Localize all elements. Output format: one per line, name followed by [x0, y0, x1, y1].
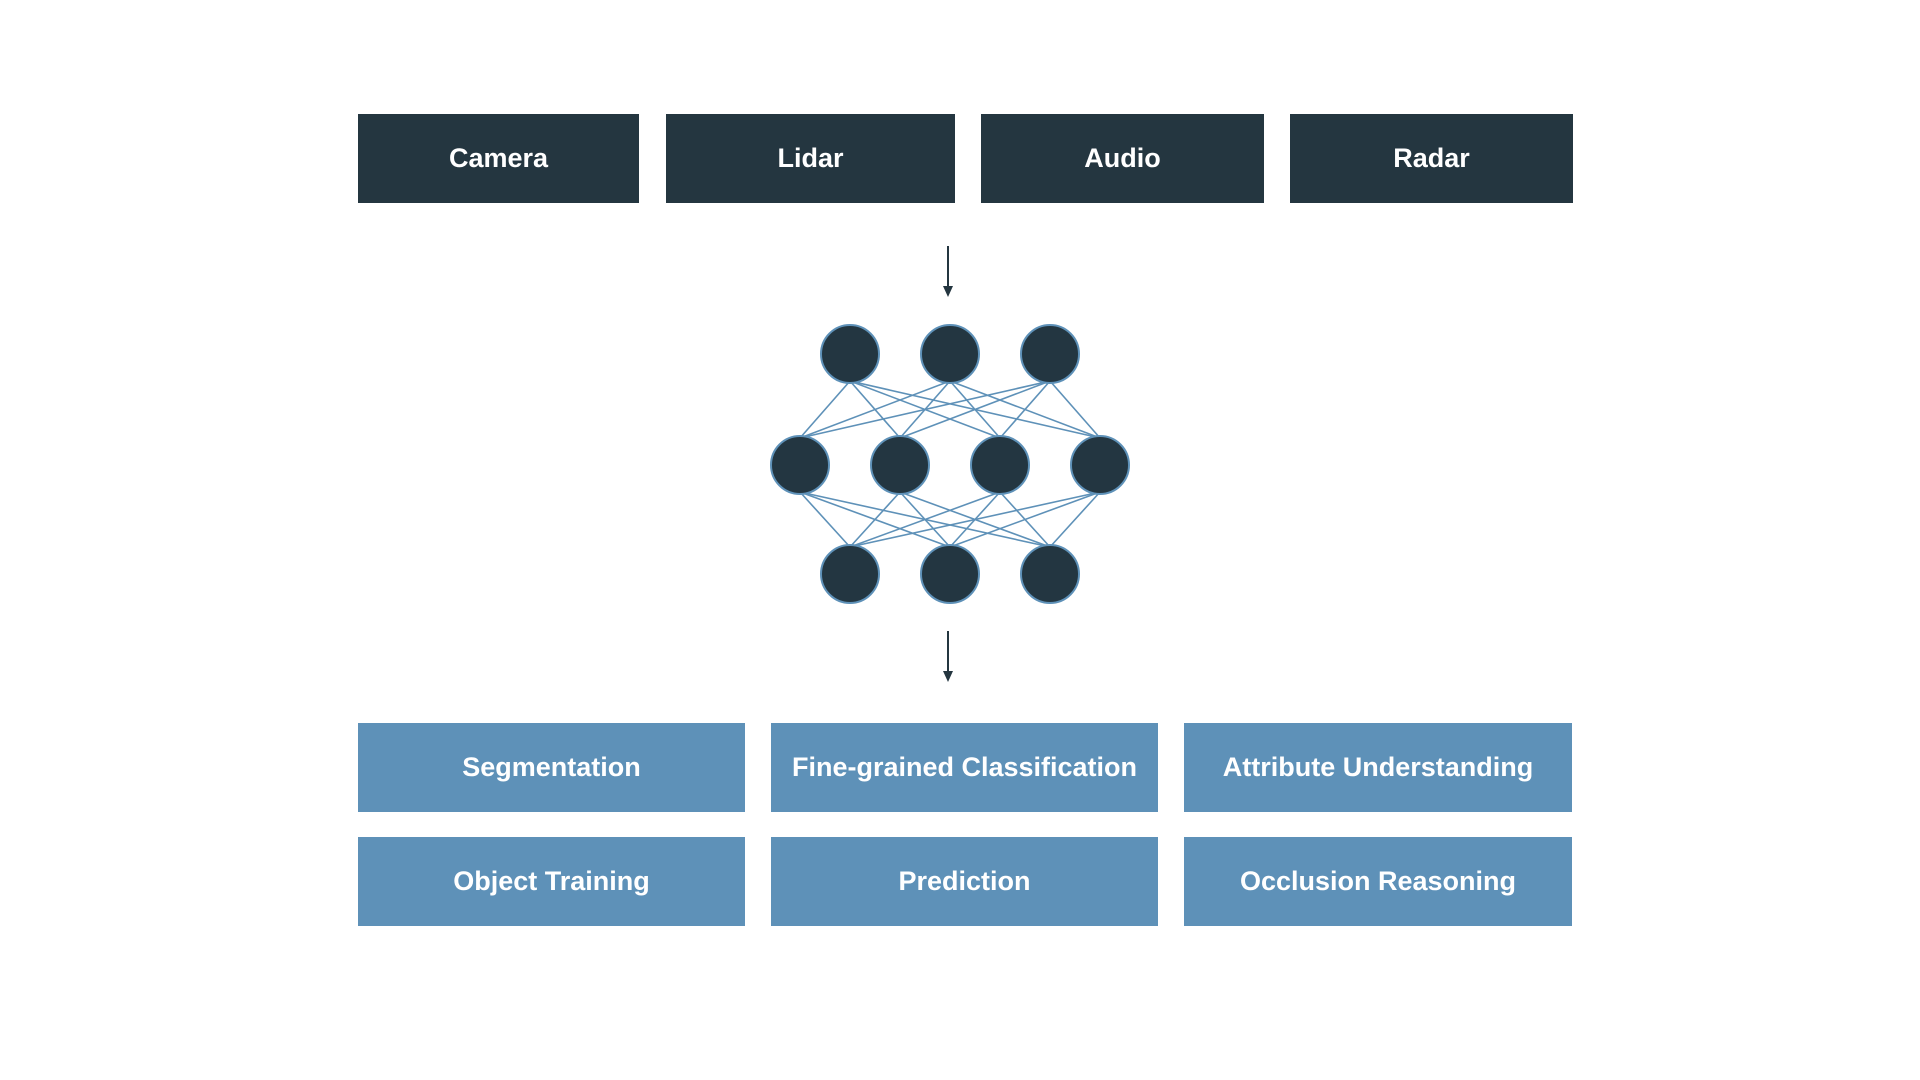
- network-node-l2-2: [1020, 544, 1080, 604]
- network-node-l2-0: [820, 544, 880, 604]
- network-node-l1-1: [870, 435, 930, 495]
- network-edge: [849, 491, 1001, 548]
- output-box-prediction: Prediction: [771, 837, 1158, 926]
- output-label-object-training: Object Training: [453, 866, 650, 896]
- output-box-occlusion-reasoning: Occlusion Reasoning: [1184, 837, 1572, 926]
- output-label-occlusion-reasoning: Occlusion Reasoning: [1239, 866, 1517, 896]
- input-box-audio: Audio: [981, 114, 1264, 203]
- input-label-radar: Radar: [1393, 143, 1470, 173]
- network-node-l1-0: [770, 435, 830, 495]
- input-label-audio: Audio: [1084, 143, 1161, 173]
- network-edge: [799, 380, 851, 439]
- network-node-l0-0: [820, 324, 880, 384]
- network-edge: [849, 491, 1101, 548]
- network-edge: [799, 380, 1051, 439]
- network-node-l0-2: [1020, 324, 1080, 384]
- arrow-head-bottom-icon: [943, 671, 953, 682]
- network-edge: [999, 380, 1051, 439]
- network-edge: [1049, 491, 1101, 548]
- input-label-lidar: Lidar: [777, 143, 844, 173]
- network-edge: [899, 380, 1051, 439]
- input-box-camera: Camera: [358, 114, 639, 203]
- network-edge: [849, 491, 901, 548]
- network-edge: [799, 491, 851, 548]
- network-edge: [949, 491, 1101, 548]
- output-label-attribute-understanding: Attribute Understanding: [1222, 752, 1534, 782]
- input-box-lidar: Lidar: [666, 114, 955, 203]
- network-node-l2-1: [920, 544, 980, 604]
- output-label-prediction: Prediction: [898, 866, 1031, 896]
- network-edges: [799, 380, 1101, 548]
- input-box-radar: Radar: [1290, 114, 1573, 203]
- output-box-attribute-understanding: Attribute Understanding: [1184, 723, 1572, 812]
- output-label-segmentation: Segmentation: [462, 752, 641, 782]
- network-nodes: [770, 324, 1130, 604]
- input-label-camera: Camera: [448, 143, 549, 173]
- output-label-fine-grained-classification: Fine-grained Classification: [791, 752, 1138, 782]
- network-edge: [799, 380, 951, 439]
- output-box-segmentation: Segmentation: [358, 723, 745, 812]
- output-box-object-training: Object Training: [358, 837, 745, 926]
- output-box-fine-grained-classification: Fine-grained Classification: [771, 723, 1158, 812]
- network-node-l1-3: [1070, 435, 1130, 495]
- network-edge: [1049, 380, 1101, 439]
- arrow-head-top-icon: [943, 286, 953, 297]
- network-node-l0-1: [920, 324, 980, 384]
- network-node-l1-2: [970, 435, 1030, 495]
